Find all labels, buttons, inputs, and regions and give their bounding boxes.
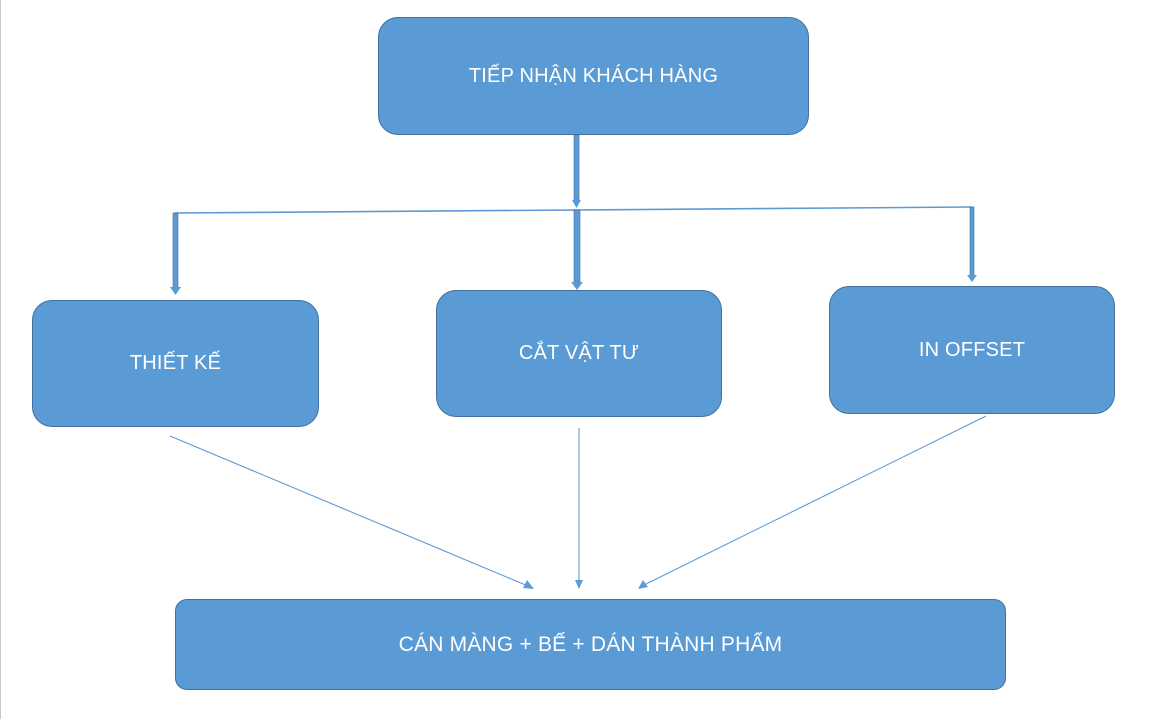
node-label: THIẾT KẾ xyxy=(129,352,222,374)
node-in-offset[interactable]: IN OFFSET xyxy=(829,286,1115,414)
arrowhead-design-bottom xyxy=(523,580,534,589)
edge-design-to-bottom xyxy=(169,435,529,587)
edge-top-trunk xyxy=(572,134,581,208)
node-label: IN OFFSET xyxy=(918,338,1026,361)
edge-offset-to-bottom xyxy=(643,415,987,586)
node-label: TIẾP NHẬN KHÁCH HÀNG xyxy=(468,64,719,87)
arrowhead-cut xyxy=(571,282,583,290)
node-label: CẮT VẬT TƯ xyxy=(518,342,640,364)
edge-top-to-offset xyxy=(967,206,977,282)
edge-top-to-cut xyxy=(571,209,583,290)
node-thiet-ke[interactable]: THIẾT KẾ xyxy=(32,300,319,427)
page-left-border xyxy=(0,0,1,719)
node-can-mang-be-dan-thanh-pham[interactable]: CÁN MÀNG + BẾ + DÁN THÀNH PHẨM xyxy=(175,599,1006,690)
arrowhead-offset xyxy=(967,275,977,282)
arrowhead-cut-bottom xyxy=(575,580,583,589)
node-cat-vat-tu[interactable]: CẮT VẬT TƯ xyxy=(436,290,722,417)
trunk-arrowhead xyxy=(572,200,581,208)
edge-top-to-design xyxy=(170,212,181,295)
arrowhead-offset-bottom xyxy=(638,580,648,589)
trunk-shaft xyxy=(573,134,580,201)
branch-shaft-cut xyxy=(573,209,581,283)
node-tiep-nhan-khach-hang[interactable]: TIẾP NHẬN KHÁCH HÀNG xyxy=(378,17,809,135)
horizontal-bus xyxy=(174,206,973,214)
branch-shaft-design xyxy=(172,212,179,289)
node-label: CÁN MÀNG + BẾ + DÁN THÀNH PHẨM xyxy=(398,632,783,656)
arrowhead-design xyxy=(170,287,181,295)
branch-shaft-offset xyxy=(969,206,975,276)
